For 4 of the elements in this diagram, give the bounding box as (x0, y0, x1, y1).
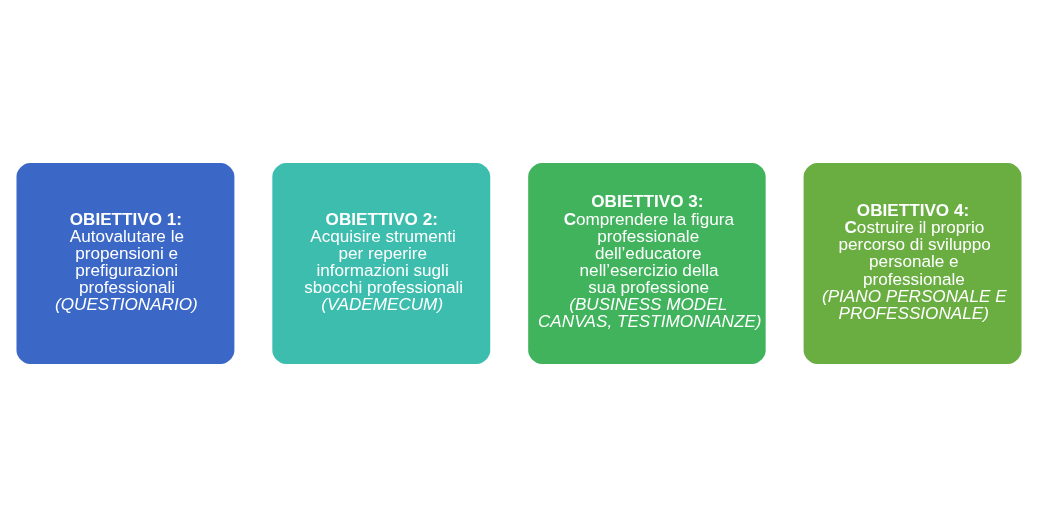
node-box: OBIETTIVO 1: Autovalutare le propensioni e prefigurazioni professionali (QUESTIONARIO) (14, 160, 237, 366)
node-box: OBIETTIVO 2: Acquisire strumenti per reperire informazioni sugli sbocchi professionali (VADEMECUM) (269, 160, 493, 366)
node-box: OBIETTIVO 3: Comprendere la figura professionale dell’educatore nell’esercizio della sua professione (BUSINESS MODEL CANVAS, TESTIMONIANZE) (525, 160, 769, 366)
node-box: OBIETTIVO 4: Costruire il proprio percorso di sviluppo personale e professionale (PIANO PERSONALE E PROFESSIONALE) (801, 160, 1024, 366)
